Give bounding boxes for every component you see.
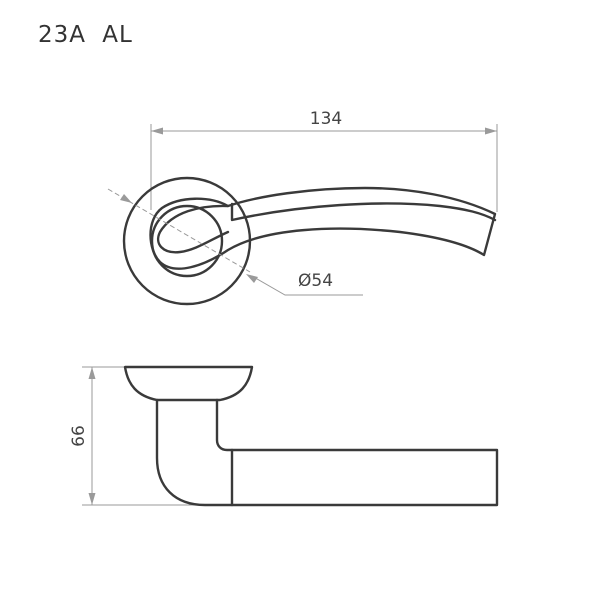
lever-body: [230, 448, 499, 507]
diameter-arrow-top: [120, 194, 132, 203]
lever-top-stripe: [230, 202, 497, 222]
top-view: 134 Ø54: [107, 109, 498, 306]
length-arrow-left: [151, 127, 163, 135]
length-label: 134: [310, 109, 342, 129]
height-arrow-top: [88, 367, 96, 379]
length-arrow-right: [485, 127, 497, 135]
lever-neck-inner: [215, 398, 234, 452]
diameter-arrow-bottom: [246, 274, 258, 283]
model-title: 23A AL: [38, 22, 133, 48]
diameter-leader: [251, 275, 363, 296]
lever-top-outline: [149, 186, 497, 270]
rosette-outer: [122, 176, 252, 306]
diameter-label: Ø54: [298, 271, 333, 291]
height-label: 66: [69, 425, 89, 447]
lever-neck-curve: [157, 204, 230, 254]
lever-neck-profile: [155, 398, 234, 507]
rosette-profile: [123, 365, 254, 402]
side-view: 66: [69, 365, 499, 507]
height-arrow-bottom: [88, 493, 96, 505]
